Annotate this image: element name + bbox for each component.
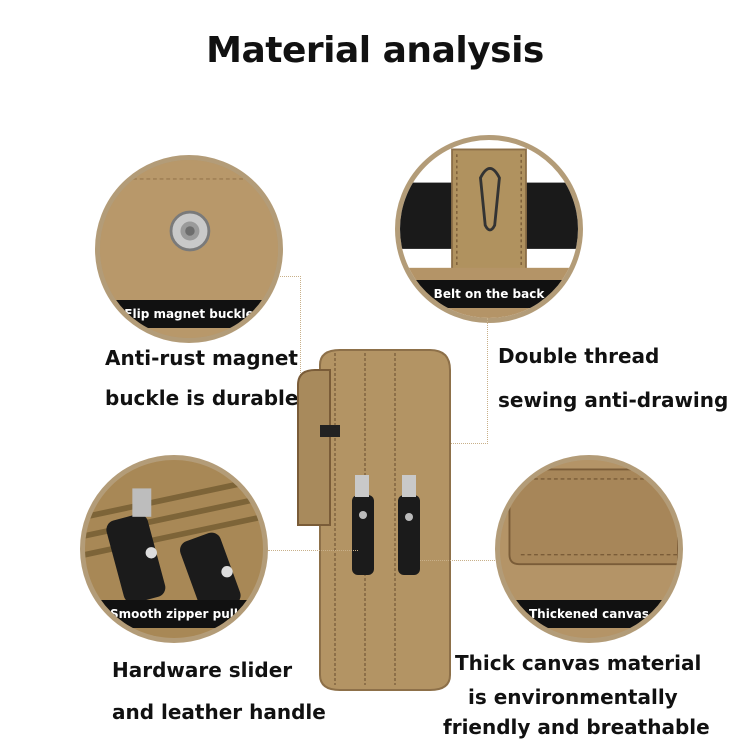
caption-thread-line2: sewing anti-drawing	[498, 388, 729, 412]
badge-flip-magnet-buckle: Flip magnet buckle	[100, 300, 278, 328]
magnet-buckle-closeup: Flip magnet buckle	[95, 155, 283, 343]
connector-bottom-right	[420, 560, 495, 561]
page-title: Material analysis	[206, 30, 544, 71]
back-belt-closeup: Belt on the back	[395, 135, 583, 323]
thick-canvas-closeup: Thickened canvas	[495, 455, 683, 643]
caption-thread-line1: Double thread	[498, 344, 660, 368]
zipper-pull-closeup: Smooth zipper pull	[80, 455, 268, 643]
connector-top-right	[445, 318, 488, 444]
bag-illustration	[297, 349, 451, 691]
caption-zipper-line2: and leather handle	[112, 700, 326, 724]
caption-magnet-line1: Anti-rust magnet	[105, 346, 298, 370]
caption-canvas-line2: is environmentally	[468, 685, 678, 709]
badge-thickened-canvas: Thickened canvas	[500, 600, 678, 628]
badge-belt-on-back: Belt on the back	[400, 280, 578, 308]
connector-top-left	[280, 276, 301, 427]
caption-canvas-line1: Thick canvas material	[455, 651, 702, 675]
caption-magnet-line2: buckle is durable	[105, 386, 299, 410]
caption-zipper-line1: Hardware slider	[112, 658, 293, 682]
connector-bottom-left	[268, 550, 358, 551]
bag-product-image	[290, 345, 460, 695]
caption-canvas-line3: friendly and breathable	[443, 715, 710, 739]
badge-smooth-zipper-pull: Smooth zipper pull	[85, 600, 263, 628]
